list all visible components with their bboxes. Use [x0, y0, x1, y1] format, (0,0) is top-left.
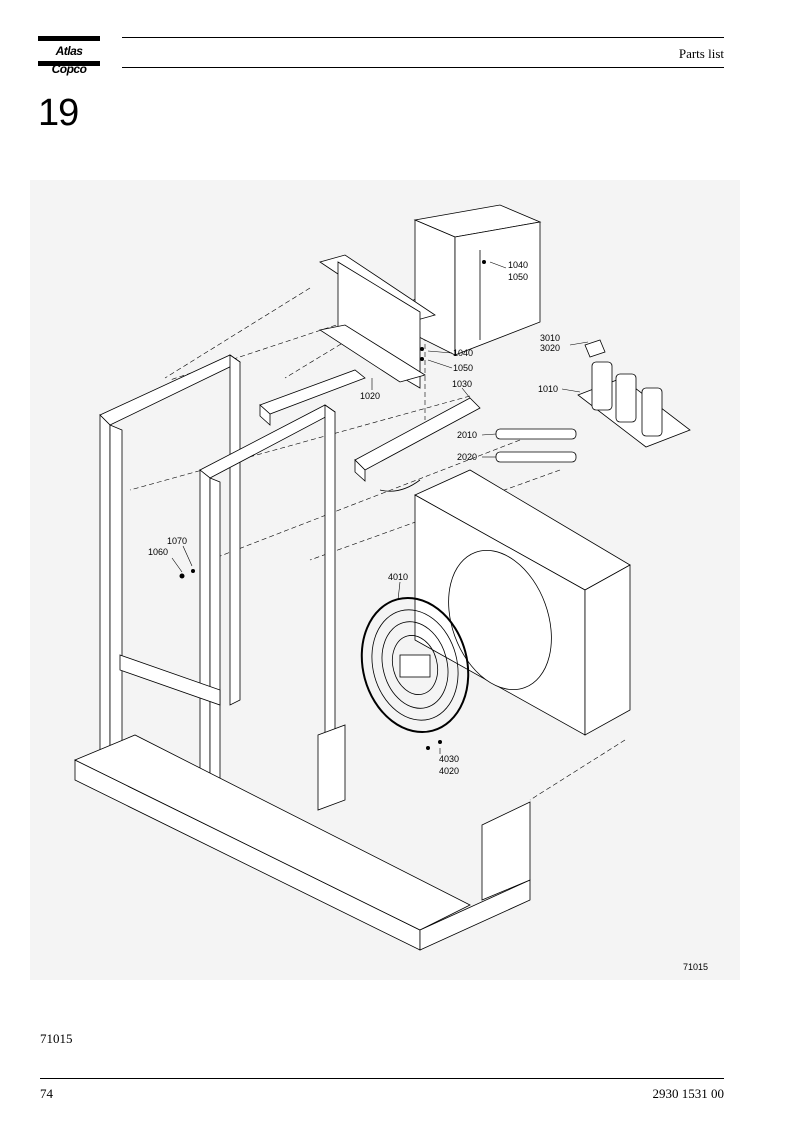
callout-1050-top: 1050: [508, 272, 528, 282]
callout-1010: 1010: [538, 384, 558, 394]
callout-4030: 4030: [439, 754, 459, 764]
callout-1020: 1020: [360, 391, 380, 401]
drawing-id-label: 71015: [683, 962, 709, 972]
cross-rails: [259, 369, 481, 482]
footer-rule: [40, 1078, 724, 1079]
callout-1050-mid: 1050: [453, 363, 473, 373]
callout-1060: 1060: [148, 547, 168, 557]
fan-guard: [360, 596, 470, 734]
callout-2020: 2020: [457, 452, 477, 462]
callout-leaders: [171, 261, 589, 754]
callout-1040-mid: 1040: [453, 348, 473, 358]
callout-1070: 1070: [167, 536, 187, 546]
contactor-assembly: [577, 339, 691, 448]
document-number: 2930 1531 00: [652, 1086, 725, 1101]
logo-bar-bottom: [38, 61, 100, 66]
main-frame: [74, 354, 531, 951]
callout-2010: 2010: [457, 430, 477, 440]
header-rule-bottom: [122, 67, 724, 68]
header-title: Parts list: [678, 46, 724, 61]
header-rule-top: [122, 37, 724, 38]
figure-caption-id: 71015: [40, 1031, 73, 1046]
cabinet-box: [413, 204, 542, 356]
callout-4010: 4010: [388, 572, 408, 582]
fasteners: [179, 260, 486, 750]
callout-4020: 4020: [439, 766, 459, 776]
page-number: 74: [40, 1086, 53, 1101]
callout-3020: 3020: [540, 343, 560, 353]
section-number: 19: [38, 92, 79, 134]
callout-1040-top: 1040: [508, 260, 528, 270]
logo-bar-top: [38, 36, 100, 41]
atlas-copco-logo: Atlas Copco: [38, 36, 100, 76]
mounting-plate: [318, 254, 436, 389]
hoses: [495, 428, 577, 463]
callout-3010: 3010: [540, 333, 560, 343]
callout-1030: 1030: [452, 379, 472, 389]
cooler-housing: [379, 469, 631, 736]
